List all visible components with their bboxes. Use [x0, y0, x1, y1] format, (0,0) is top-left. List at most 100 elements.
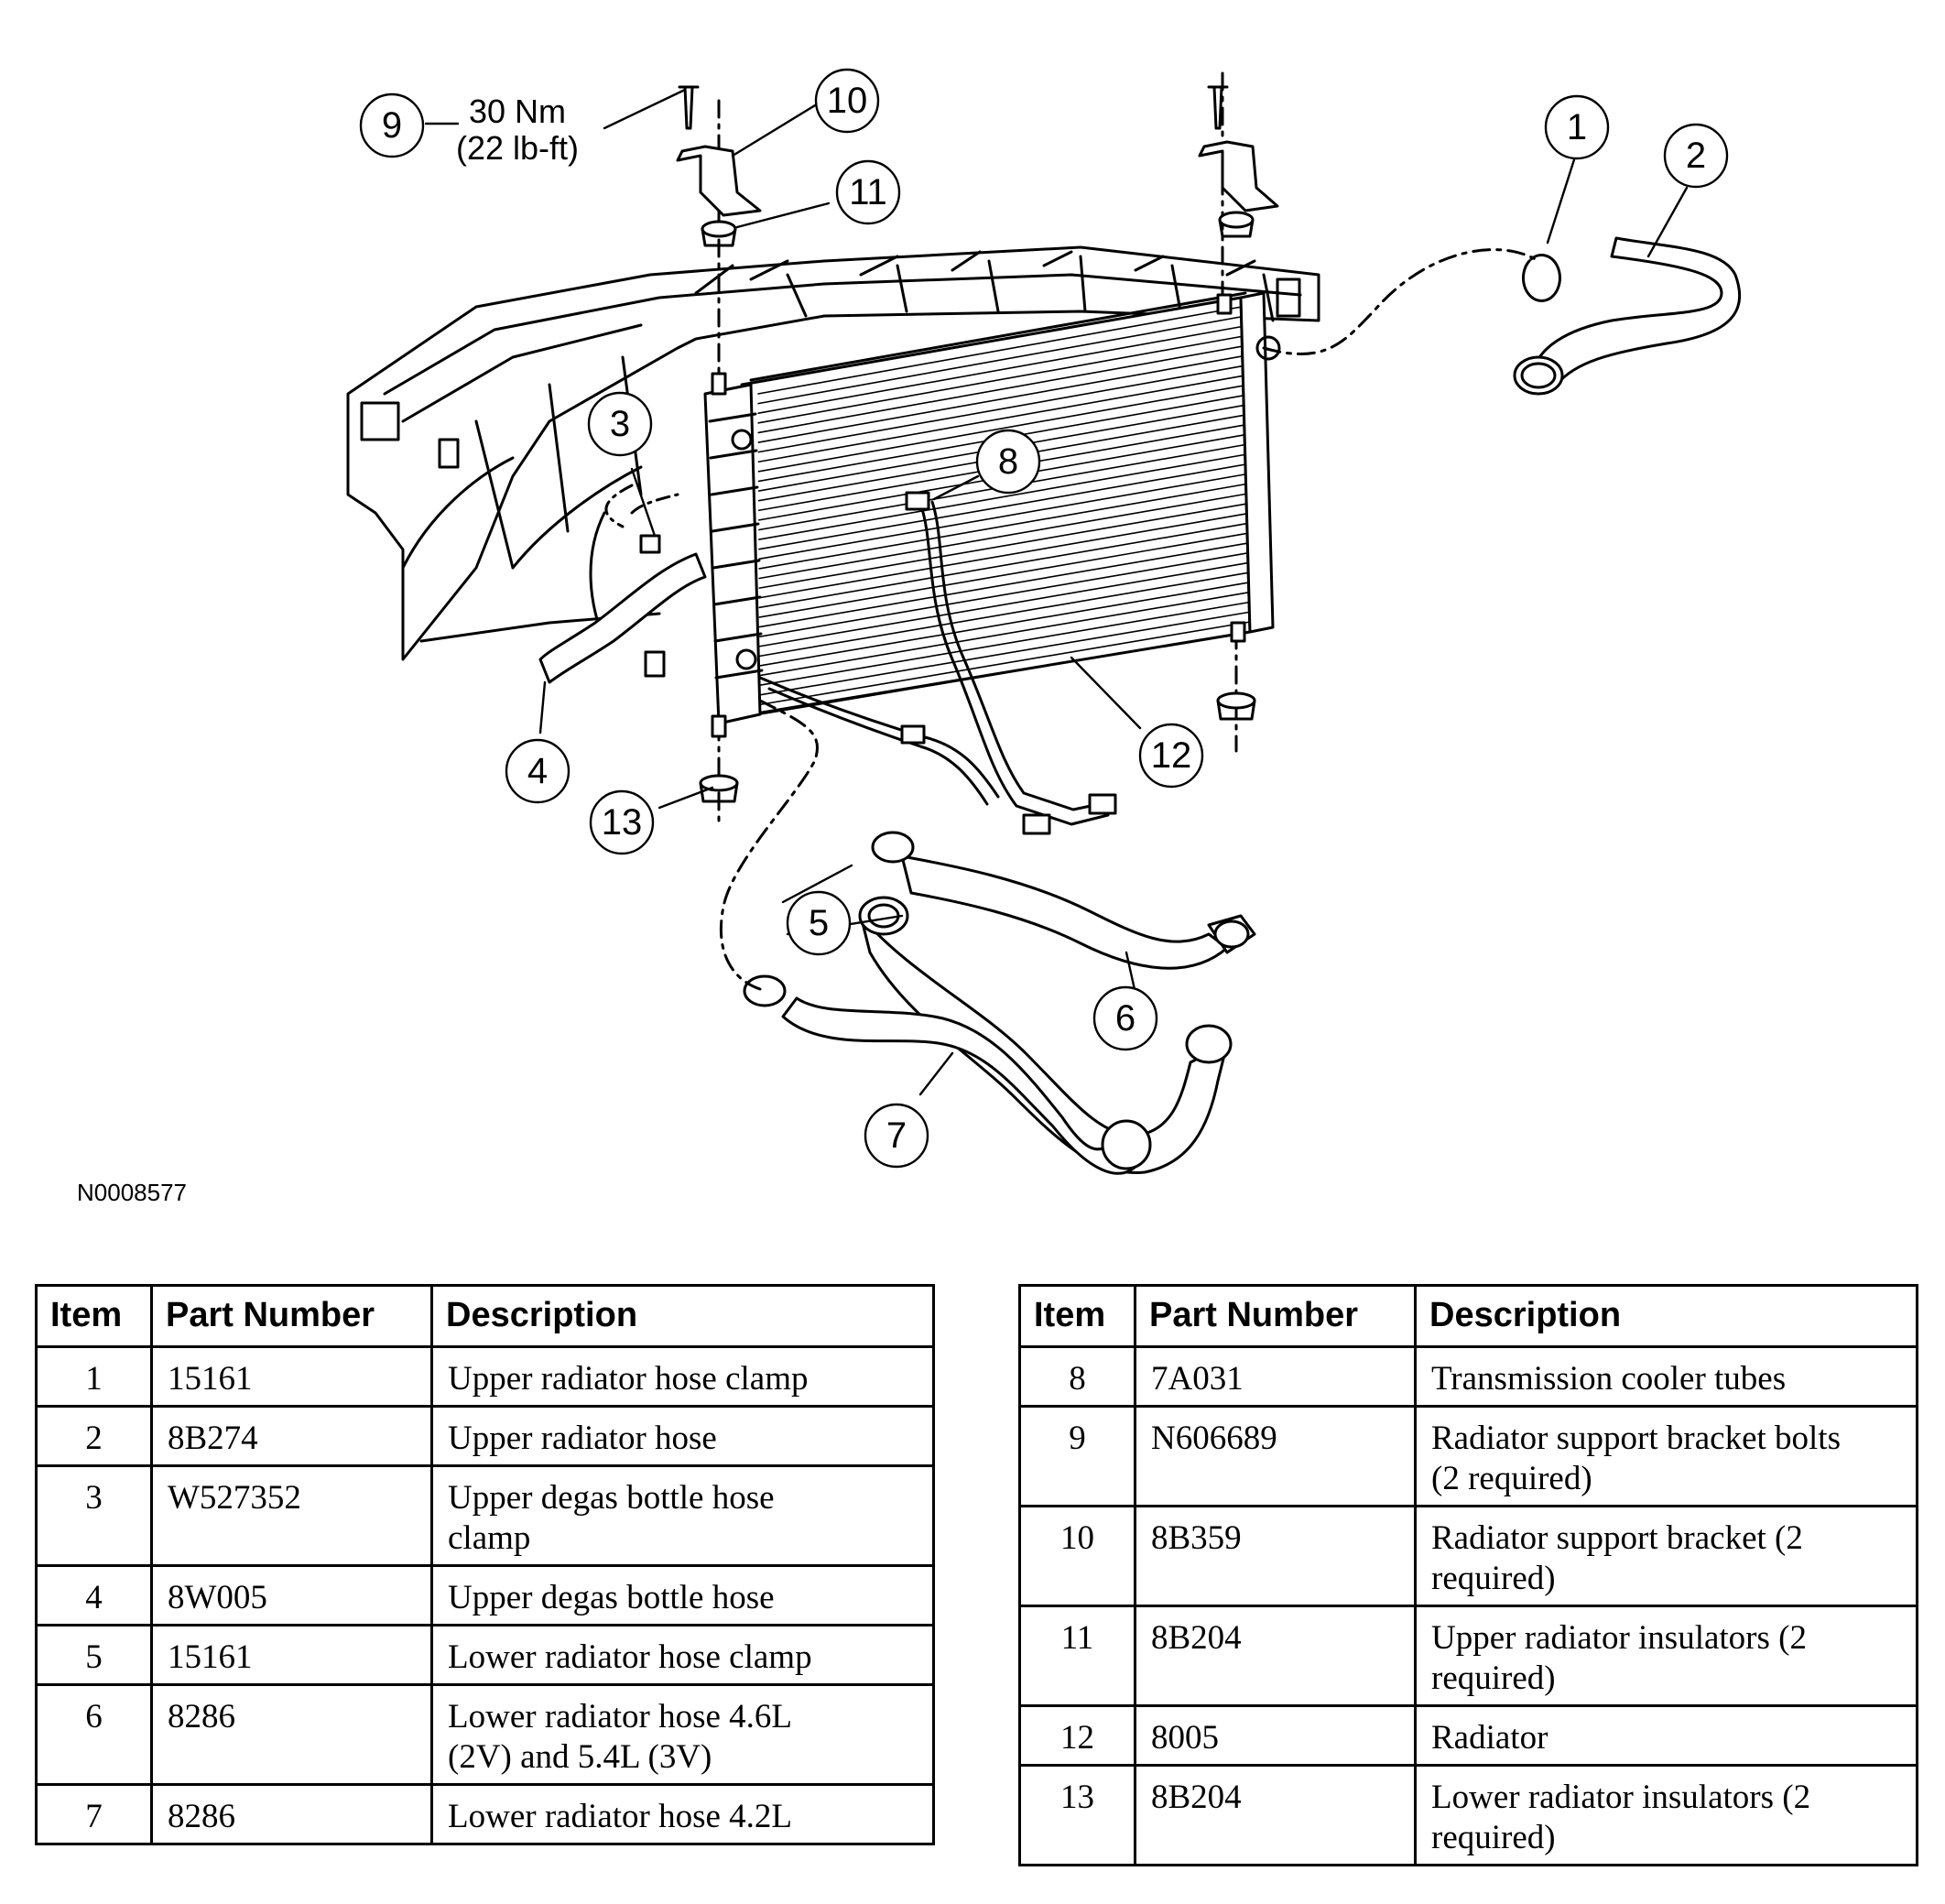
header-part-number: Part Number	[150, 1284, 433, 1348]
item-cell: 13	[1018, 1764, 1136, 1866]
description-line: Lower radiator hose 4.2L	[448, 1798, 793, 1835]
description-cell: Radiator support bracket bolts(2 require…	[1414, 1405, 1918, 1507]
part-number-cell: N606689	[1134, 1405, 1417, 1507]
radiator-core	[703, 291, 1281, 725]
callout-10: 10	[827, 81, 868, 121]
description-line: Upper radiator hose	[448, 1420, 717, 1457]
callout-8: 8	[998, 441, 1018, 482]
part-number-cell: 15161	[150, 1345, 433, 1408]
description-line: required)	[1431, 1659, 1556, 1697]
upper-insulators	[701, 211, 1255, 247]
callout-9: 9	[382, 105, 402, 146]
description-cell: Upper radiator hose clamp	[430, 1345, 935, 1408]
item-cell: 11	[1018, 1605, 1136, 1707]
item-cell: 9	[1018, 1405, 1136, 1507]
part-number-cell: W527352	[150, 1464, 433, 1567]
item-cell: 3	[35, 1464, 153, 1567]
part-number-cell: 8B204	[1134, 1605, 1417, 1707]
callout-6: 6	[1115, 998, 1135, 1039]
description-line: Upper radiator hose clamp	[448, 1360, 809, 1398]
description-line: Upper degas bottle hose	[448, 1579, 775, 1616]
part-number-cell: 7A031	[1134, 1345, 1417, 1408]
item-cell: 2	[35, 1405, 153, 1467]
part-number-cell: 8B359	[1134, 1505, 1417, 1607]
description-line: Lower radiator insulators (2	[1431, 1779, 1811, 1816]
table-header-row: Item Part Number Description	[1018, 1284, 1918, 1348]
description-line: clamp	[448, 1519, 531, 1557]
item-cell: 4	[35, 1564, 153, 1627]
item-cell: 10	[1018, 1505, 1136, 1607]
table-header-row: Item Part Number Description	[35, 1284, 935, 1348]
callout-1: 1	[1567, 107, 1587, 147]
item-cell: 12	[1018, 1704, 1136, 1767]
description-cell: Lower radiator hose 4.6L(2V) and 5.4L (3…	[430, 1683, 935, 1786]
description-cell: Lower radiator hose 4.2L	[430, 1783, 935, 1845]
item-cell: 7	[35, 1783, 153, 1845]
item-cell: 1	[35, 1345, 153, 1408]
figure-id: N0008577	[77, 1179, 187, 1206]
item-cell: 8	[1018, 1345, 1136, 1408]
description-line: Radiator support bracket (2	[1431, 1519, 1803, 1557]
description-cell: Lower radiator hose clamp	[430, 1624, 935, 1686]
description-line: (2V) and 5.4L (3V)	[448, 1738, 712, 1776]
description-cell: Upper radiator hose	[430, 1405, 935, 1467]
description-line: Upper radiator insulators (2	[1431, 1619, 1807, 1657]
callout-3: 3	[610, 404, 630, 444]
part-number-cell: 8W005	[150, 1564, 433, 1627]
description-line: required)	[1431, 1819, 1556, 1856]
description-cell: Upper degas bottle hose	[430, 1564, 935, 1627]
radiator-exploded-diagram: 1 2 3 4 5 6 7 8 9 10 11 12 13 30 Nm (22 …	[346, 68, 1742, 1175]
transmission-cooler-tubes	[758, 491, 1117, 835]
item-cell: 6	[35, 1683, 153, 1786]
header-description: Description	[1414, 1284, 1918, 1348]
description-line: Lower radiator hose 4.6L	[448, 1698, 793, 1735]
leader-lines	[424, 88, 1689, 1096]
radiator-support-frame	[346, 245, 1320, 661]
part-number-cell: 8286	[150, 1783, 433, 1845]
torque-metric: 30 Nm	[469, 92, 566, 130]
header-description: Description	[430, 1284, 935, 1348]
description-line: Lower radiator hose clamp	[448, 1638, 812, 1676]
upper-radiator-hose	[1262, 236, 1742, 396]
degas-hose	[538, 484, 707, 684]
description-cell: Transmission cooler tubes	[1414, 1345, 1918, 1408]
callout-12: 12	[1151, 735, 1192, 776]
part-number-cell: 8005	[1134, 1704, 1417, 1767]
bracket-bolts	[678, 85, 1229, 130]
callout-2: 2	[1686, 136, 1706, 176]
header-part-number: Part Number	[1134, 1284, 1417, 1348]
support-brackets	[676, 140, 1279, 217]
callout-11: 11	[849, 172, 887, 212]
item-cell: 5	[35, 1624, 153, 1686]
lower-insulators	[699, 691, 1256, 803]
callout-13: 13	[602, 802, 643, 843]
callout-4: 4	[527, 751, 548, 791]
header-item: Item	[35, 1284, 153, 1348]
part-number-cell: 8B204	[1134, 1764, 1417, 1866]
callout-7: 7	[886, 1115, 907, 1156]
torque-imperial: (22 lb-ft)	[456, 129, 579, 167]
description-line: (2 required)	[1431, 1460, 1592, 1497]
description-line: Transmission cooler tubes	[1431, 1360, 1787, 1398]
part-number-cell: 15161	[150, 1624, 433, 1686]
description-cell: Radiator	[1414, 1704, 1918, 1767]
callout-circles	[359, 68, 1729, 1169]
